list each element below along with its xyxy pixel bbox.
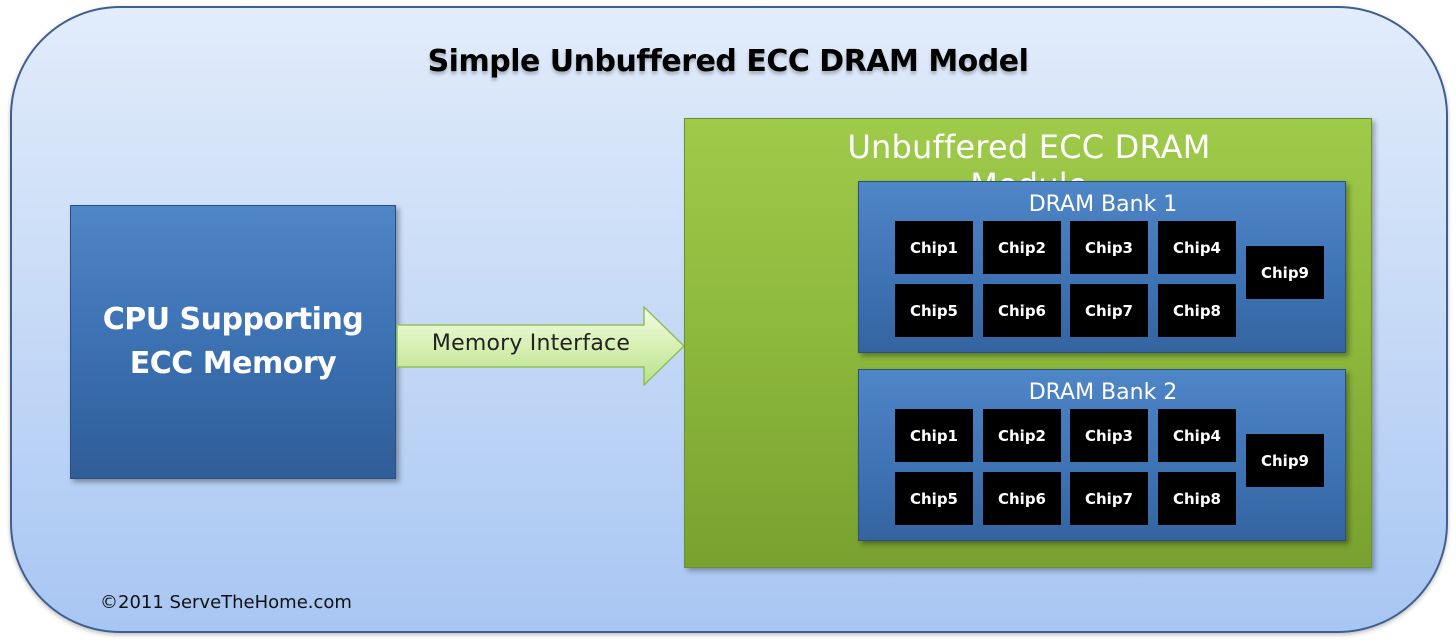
bank2-chip1: Chip1	[895, 409, 973, 462]
bank2-chip3: Chip3	[1070, 409, 1148, 462]
cpu-label: CPU Supporting ECC Memory	[83, 298, 383, 386]
bank1-chip6: Chip6	[983, 284, 1061, 337]
cpu-box: CPU Supporting ECC Memory	[70, 205, 396, 479]
dram-bank-1-title: DRAM Bank 1	[1028, 192, 1178, 217]
bank1-chip8: Chip8	[1158, 284, 1236, 337]
bank2-chip6: Chip6	[983, 472, 1061, 525]
bank1-chip9: Chip9	[1246, 246, 1324, 299]
diagram-title: Simple Unbuffered ECC DRAM Model	[427, 44, 1029, 79]
cpu-label-line1: CPU Supporting	[102, 302, 364, 337]
copyright-footer: ©2011 ServeTheHome.com	[100, 592, 352, 613]
bank1-chip1: Chip1	[895, 221, 973, 274]
memory-interface-arrow	[396, 306, 686, 386]
memory-interface-label: Memory Interface	[431, 331, 631, 356]
bank2-chip9: Chip9	[1246, 434, 1324, 487]
dram-bank-2: DRAM Bank 2 Chip1 Chip2 Chip3 Chip4 Chip…	[858, 369, 1346, 541]
dram-bank-1: DRAM Bank 1 Chip1 Chip2 Chip3 Chip4 Chip…	[858, 181, 1346, 353]
bank2-chip7: Chip7	[1070, 472, 1148, 525]
cpu-label-line2: ECC Memory	[129, 346, 337, 381]
bank1-chip7: Chip7	[1070, 284, 1148, 337]
bank2-chip5: Chip5	[895, 472, 973, 525]
bank1-chip2: Chip2	[983, 221, 1061, 274]
bank1-chip3: Chip3	[1070, 221, 1148, 274]
bank1-chip5: Chip5	[895, 284, 973, 337]
bank2-chip4: Chip4	[1158, 409, 1236, 462]
dram-bank-2-title: DRAM Bank 2	[1028, 380, 1178, 405]
bank2-chip8: Chip8	[1158, 472, 1236, 525]
dram-module-title: Unbuffered ECC DRAM Module	[847, 128, 1211, 204]
bank2-chip2: Chip2	[983, 409, 1061, 462]
bank1-chip4: Chip4	[1158, 221, 1236, 274]
